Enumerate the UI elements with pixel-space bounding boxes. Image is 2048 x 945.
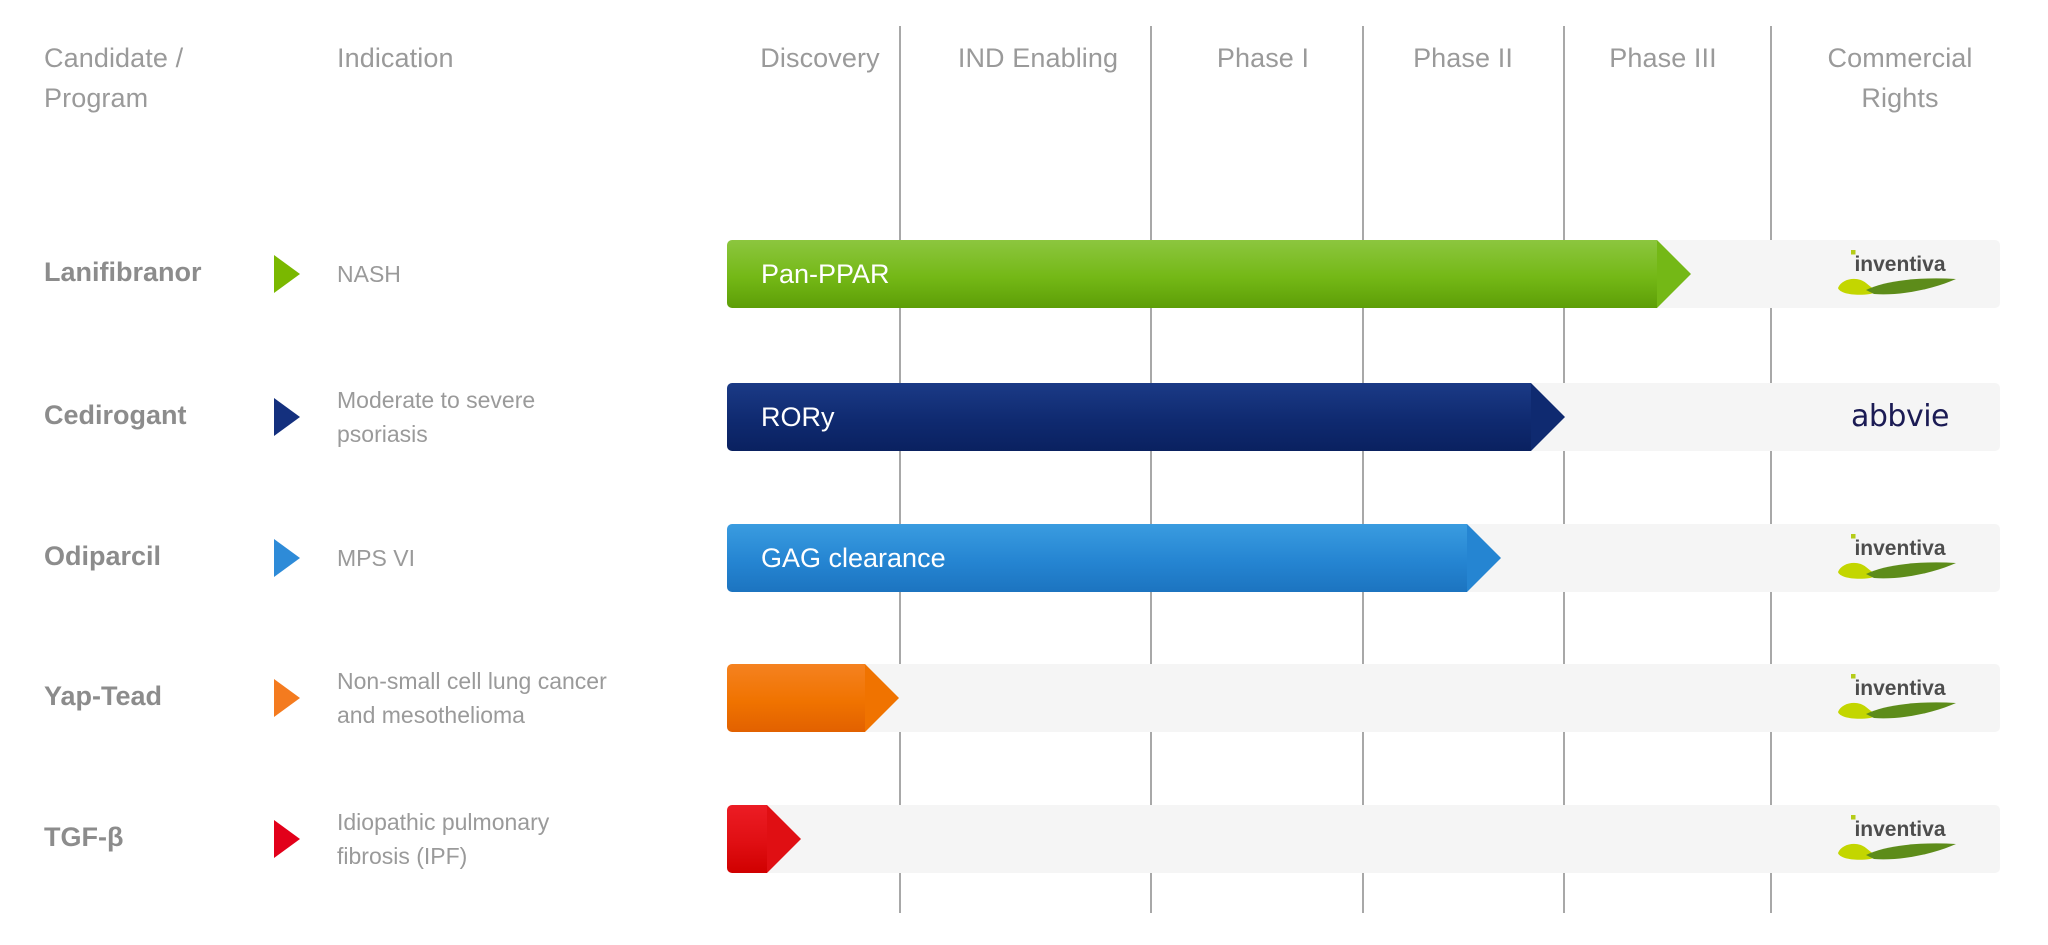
pipeline-bar-arrowhead	[865, 664, 899, 732]
indication-text: Moderate to severe psoriasis	[337, 387, 536, 447]
svg-text:abbvie: abbvie	[1851, 399, 1949, 434]
pipeline-bar-label: RORy	[761, 401, 835, 432]
pipeline-bar-label: GAG clearance	[761, 542, 946, 573]
candidate-name: Yap-Tead	[44, 681, 163, 711]
indication-text: Idiopathic pulmonary fibrosis (IPF)	[337, 809, 550, 869]
pipeline-bar-body	[727, 383, 1531, 451]
svg-text:inventiva: inventiva	[1854, 537, 1945, 560]
commercial-rights-cell: inventiva	[1807, 664, 1993, 732]
column-header-phase-ii: Phase II	[1413, 43, 1513, 73]
svg-text:inventiva: inventiva	[1854, 677, 1945, 700]
program-marker-triangle-icon	[274, 398, 300, 436]
pipeline-bar-label: Pan-PPAR	[761, 258, 890, 289]
indication-text: NASH	[337, 261, 401, 287]
commercial-rights-cell: inventiva	[1807, 805, 1993, 873]
abbvie-logo: abbvie	[1851, 399, 1950, 434]
pipeline-bar-arrowhead	[1531, 383, 1565, 451]
candidate-name: Cedirogant	[44, 400, 187, 430]
commercial-rights-cell: inventiva	[1807, 524, 1993, 592]
candidate-name: Lanifibranor	[44, 257, 202, 287]
program-marker-triangle-icon	[274, 539, 300, 577]
svg-text:inventiva: inventiva	[1854, 253, 1945, 276]
column-header-phase-i: Phase I	[1216, 43, 1310, 73]
column-header-indication: Indication	[337, 43, 454, 73]
indication-text: MPS VI	[337, 545, 415, 571]
pipeline-bar-body	[727, 524, 1467, 592]
program-marker-triangle-icon	[274, 820, 300, 858]
pipeline-bar-body	[727, 664, 865, 732]
program-marker-triangle-icon	[274, 255, 300, 293]
column-header-phase-iii: Phase III	[1609, 43, 1717, 73]
row-background	[727, 664, 2000, 732]
inventiva-logo: inventiva	[1838, 250, 1956, 295]
pipeline-bar: GAG clearance	[727, 524, 1501, 592]
inventiva-logo: inventiva	[1838, 815, 1956, 860]
pipeline-bar-arrowhead	[1657, 240, 1691, 308]
commercial-rights-cell: inventiva	[1807, 240, 1993, 308]
pipeline-bar-body	[727, 805, 767, 873]
candidate-name: Odiparcil	[44, 541, 162, 571]
phase-gridline-5	[1770, 26, 1772, 913]
phase-gridline-1	[899, 26, 901, 913]
column-header-discovery: Discovery	[760, 43, 880, 73]
row-background	[727, 805, 2000, 873]
indication-text: Non-small cell lung cancer and mesotheli…	[337, 668, 607, 728]
phase-gridline-4	[1563, 26, 1565, 913]
inventiva-logo: inventiva	[1838, 674, 1956, 719]
phase-gridline-3	[1362, 26, 1364, 913]
svg-text:inventiva: inventiva	[1854, 818, 1945, 841]
pipeline-bar-arrowhead	[1467, 524, 1501, 592]
candidate-name: TGF-β	[44, 822, 124, 852]
pipeline-bar	[727, 664, 899, 732]
column-header-ind-enabling: IND Enabling	[957, 43, 1119, 73]
pipeline-bar-body	[727, 240, 1657, 308]
pipeline-bar-arrowhead	[767, 805, 801, 873]
program-marker-triangle-icon	[274, 679, 300, 717]
commercial-rights-cell: abbvie	[1807, 383, 1993, 451]
phase-gridline-2	[1150, 26, 1152, 913]
pipeline-bar: Pan-PPAR	[727, 240, 1691, 308]
column-header-candidate: Candidate / Program	[44, 43, 184, 113]
pipeline-bar	[727, 805, 801, 873]
inventiva-logo: inventiva	[1838, 534, 1956, 579]
pipeline-bar: RORy	[727, 383, 1565, 451]
column-header-commercial-rights: Commercial Rights	[1827, 43, 1973, 113]
